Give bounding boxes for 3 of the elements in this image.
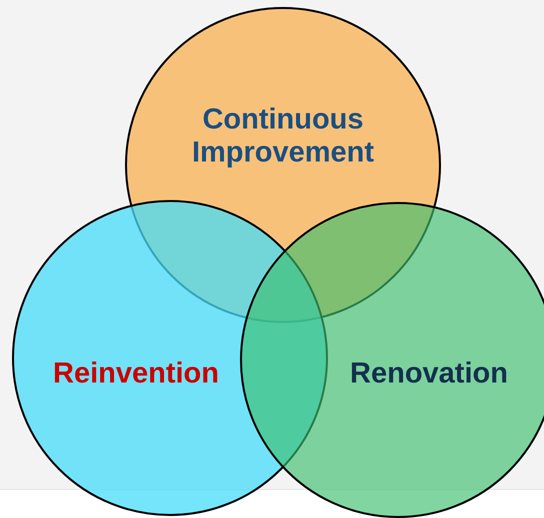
circle-label: Continuous Improvement xyxy=(190,104,376,170)
circle-label: Renovation xyxy=(349,357,509,391)
circle-label: Reinvention xyxy=(52,357,220,391)
